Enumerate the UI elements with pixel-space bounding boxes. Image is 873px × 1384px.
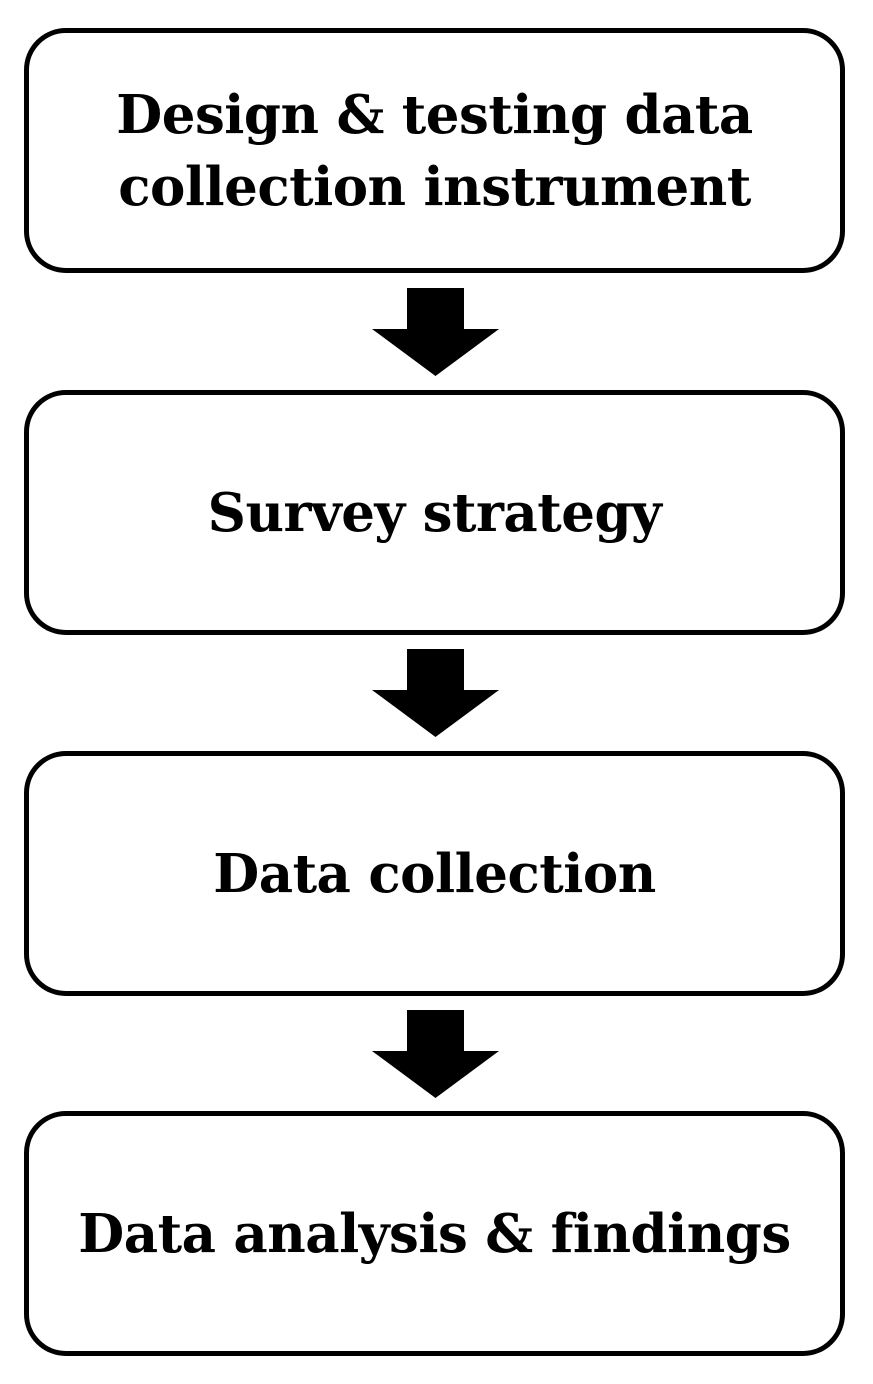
down-arrow-icon [372, 288, 499, 376]
step-label: Data analysis & findings [78, 1202, 791, 1265]
step-box-design-testing: Design & testing data collection instrum… [24, 28, 845, 273]
step-label: Data collection [213, 842, 656, 905]
down-arrow-icon [372, 1010, 499, 1098]
step-label: Design & testing data collection instrum… [116, 83, 753, 218]
step-box-data-collection: Data collection [24, 751, 845, 996]
step-box-data-analysis: Data analysis & findings [24, 1111, 845, 1356]
down-arrow-icon [372, 649, 499, 737]
step-label: Survey strategy [207, 481, 662, 544]
step-box-survey-strategy: Survey strategy [24, 390, 845, 635]
